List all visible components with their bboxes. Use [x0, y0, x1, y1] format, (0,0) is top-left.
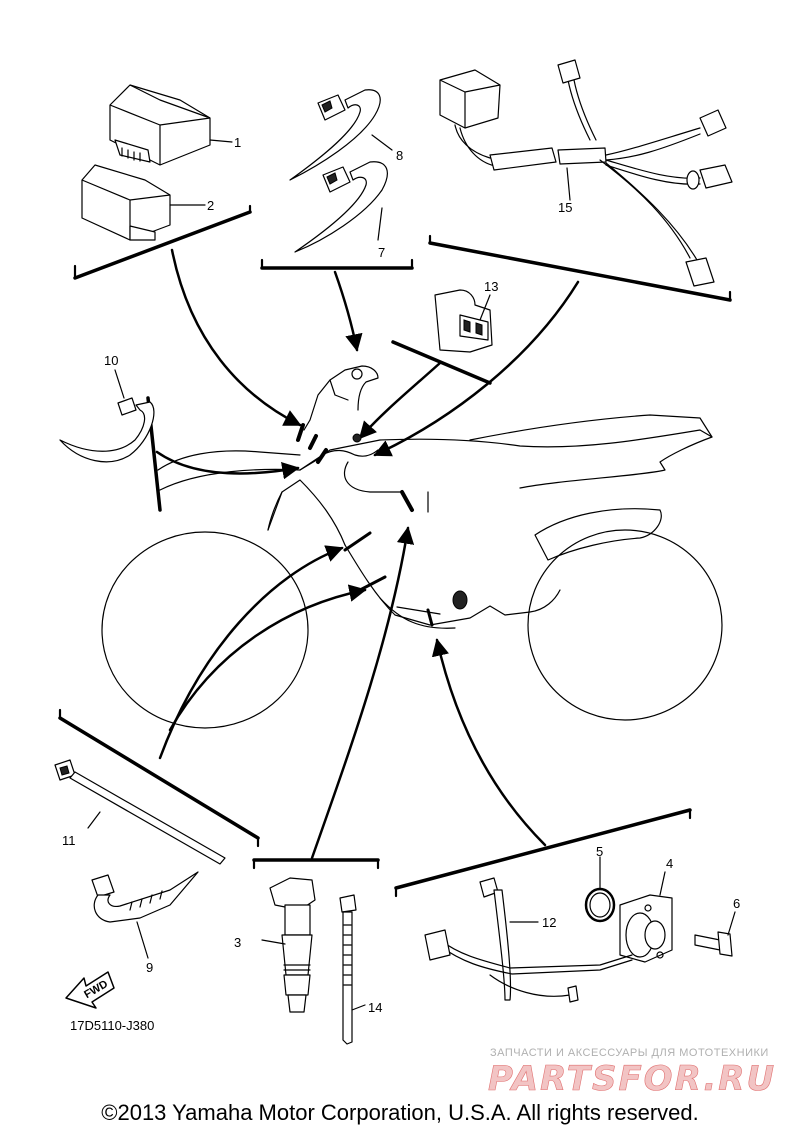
front-wheel-outline	[527, 529, 723, 721]
part-9-band	[91, 871, 199, 923]
bracket-9-11	[58, 716, 260, 840]
seat-tank-outline	[299, 429, 713, 489]
callout-12: 12	[542, 915, 556, 930]
callout-11: 11	[62, 833, 76, 848]
arrow-sensor	[431, 638, 547, 847]
callout-8: 8	[396, 148, 403, 163]
ecu-bracket-outline	[329, 365, 379, 411]
motorcycle-outline	[101, 365, 723, 729]
part-7-band	[294, 161, 388, 253]
part-15-wire-harness	[439, 59, 733, 287]
part-3-ignition-coil	[269, 877, 316, 1013]
arrow-ecu	[170, 248, 302, 427]
bracket-15	[428, 241, 732, 302]
bracket-13	[391, 340, 492, 385]
callout-13: 13	[484, 279, 498, 294]
lower-frame-outline	[344, 544, 561, 626]
arrow-ignition-coil	[310, 526, 415, 860]
part-5-o-ring	[584, 887, 616, 923]
installed-parts	[296, 423, 468, 627]
arrow-clip-10	[155, 450, 300, 480]
arrow-tie-b	[168, 584, 367, 732]
pointer-arrows	[155, 248, 580, 860]
callout-7: 7	[378, 245, 385, 260]
callout-2: 2	[207, 198, 214, 213]
part-4-sensor	[424, 894, 673, 1003]
drawing-code: 17D5110-J380	[70, 1018, 154, 1033]
part-2-ecu-cover	[81, 164, 171, 241]
copyright-notice: ©2013 Yamaha Motor Corporation, U.S.A. A…	[101, 1100, 699, 1125]
watermark-tagline: ЗАПЧАСТИ И АКСЕССУАРЫ ДЛЯ МОТОТЕХНИКИ	[490, 1047, 769, 1059]
watermark-logo: PARTSFOR.RU	[488, 1059, 776, 1099]
callout-5: 5	[596, 844, 603, 859]
callout-10: 10	[104, 353, 118, 368]
part-13-rectifier	[434, 289, 493, 353]
callout-6: 6	[733, 896, 740, 911]
callout-3: 3	[234, 935, 241, 950]
part-8-band	[289, 89, 381, 181]
part-6-bolt	[694, 931, 733, 957]
callout-1: 1	[234, 135, 241, 150]
bracket-1-2	[73, 210, 252, 280]
arrow-harness	[373, 280, 580, 457]
part-12-clip	[479, 877, 512, 1001]
callout-leaders	[87, 134, 736, 1011]
arrow-rectifier	[358, 361, 442, 440]
front-fender-outline	[534, 508, 662, 561]
part-1-ecu	[109, 84, 211, 166]
callout-9: 9	[146, 960, 153, 975]
callout-4: 4	[666, 856, 673, 871]
fwd-direction-arrow: FWD	[65, 971, 115, 1009]
arrow-bands	[333, 270, 363, 352]
part-10-clip	[59, 397, 155, 463]
part-11-cable-tie	[54, 759, 226, 865]
callout-15: 15	[558, 200, 572, 215]
rear-wheel-outline	[101, 531, 309, 729]
group-brackets	[58, 204, 732, 898]
part-14-cable-tie	[339, 894, 357, 1045]
callout-14: 14	[368, 1000, 382, 1015]
callout-numbers: 1 2 3 4 5 6 7 8 9 10 11 12 13 14 15	[62, 135, 740, 1015]
bracket-4-5-6-12	[394, 808, 692, 890]
